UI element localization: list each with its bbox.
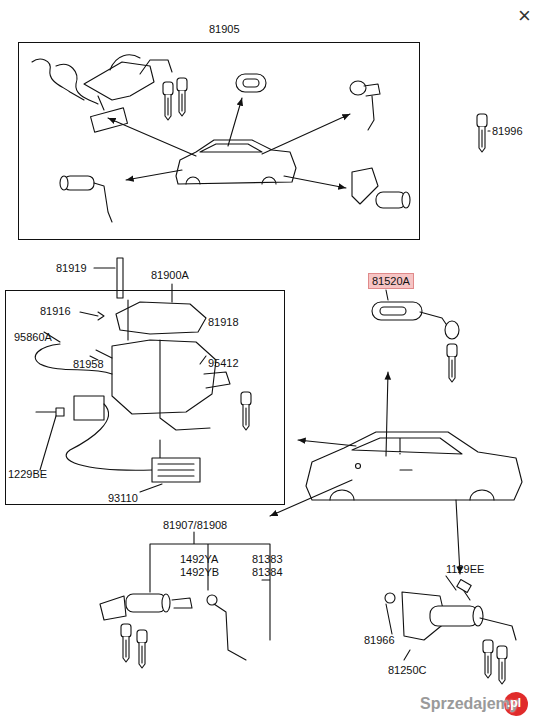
callout-number: 81958 <box>73 358 104 371</box>
callout-number: 81919 <box>56 262 87 275</box>
callout-number: 81918 <box>208 316 239 329</box>
callout-number: 81907/81908 <box>163 519 227 532</box>
callout-number: 81966 <box>364 634 395 647</box>
callout-number: 81996 <box>492 125 523 138</box>
callout-number: 1492YB <box>180 566 219 579</box>
callout-number: 95860A <box>14 331 52 344</box>
callout-number: 1492YA <box>180 553 218 566</box>
callout-number: 81250C <box>388 664 427 677</box>
callout-number: 95412 <box>208 357 239 370</box>
callout-number: 93110 <box>108 492 138 505</box>
ignition-switch <box>35 258 251 492</box>
callout-number: 81916 <box>40 305 71 318</box>
group-frame: 81905 <box>18 42 420 240</box>
close-icon: × <box>518 4 531 28</box>
callout-number: 81905 <box>209 23 240 36</box>
watermark: .pl <box>507 696 521 710</box>
callout-number: 81900A <box>151 269 189 282</box>
callout-number: 81520A <box>372 275 410 287</box>
highlight-callout: 81520A <box>368 273 414 289</box>
ignition-set <box>32 55 410 222</box>
door-lock-cylinders <box>100 532 270 668</box>
callout-number: 1229BE <box>8 468 47 481</box>
callout-number: 1129EE <box>446 563 484 576</box>
trunk-lock <box>385 576 516 684</box>
watermark: Sprzedajemy <box>420 695 519 713</box>
callout-number: 81384 <box>252 566 283 579</box>
key <box>477 114 487 152</box>
car-body <box>270 372 522 574</box>
callout-number: 81383 <box>252 553 283 566</box>
door-handle-lock <box>372 290 459 382</box>
